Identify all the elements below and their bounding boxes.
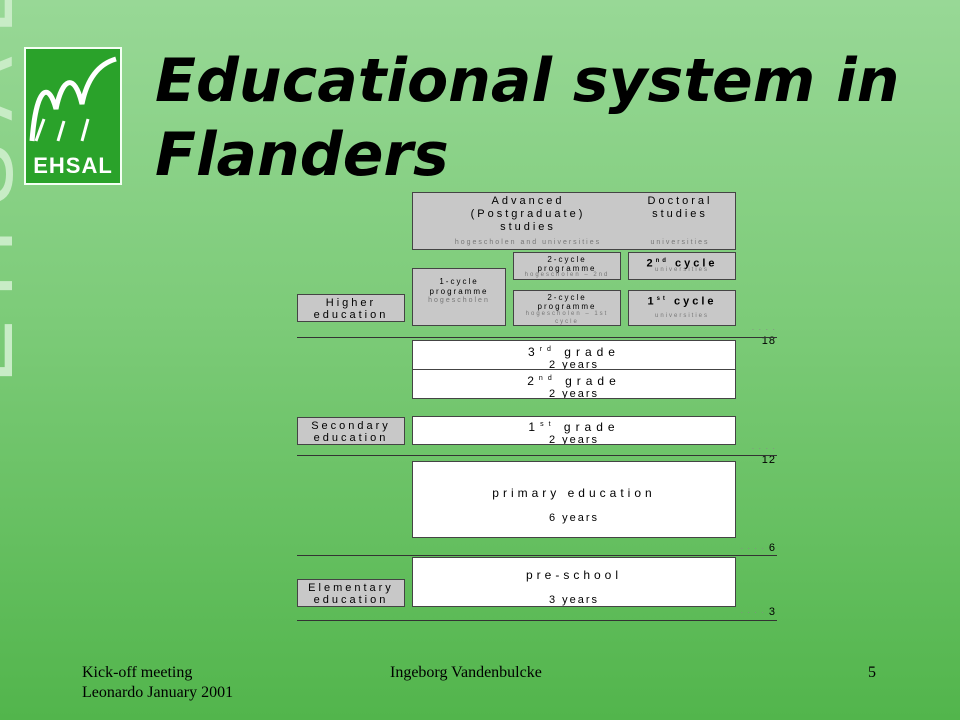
grade-1-title: 1st grade	[528, 420, 620, 434]
two-cycle-second-sub: hogescholen – 2nd	[524, 272, 610, 278]
logo-text: EHSAL	[33, 153, 113, 178]
age-marker-18: · · · · 18	[751, 325, 776, 347]
two-cycle-second-box: 2-cycle programme hogescholen – 2nd	[513, 252, 621, 280]
age-marker-6: · · · · 6	[740, 542, 776, 554]
primary-education-title: primary education	[492, 486, 656, 500]
footer-meeting: Kick-off meeting Leonardo January 2001	[82, 663, 233, 703]
second-cycle-box: 2nd cycle universities	[628, 252, 736, 280]
advanced-studies-title: Advanced (Postgraduate) studies	[470, 195, 586, 233]
second-cycle-sub: universities	[654, 267, 709, 273]
advanced-studies-sub: hogescholen and universities	[454, 239, 602, 246]
grade-3-years: 2 years	[548, 359, 600, 370]
pre-school-years: 3 years	[548, 594, 600, 606]
doctoral-studies-sub: universities	[650, 239, 710, 246]
age-marker-3: · · · · 3	[740, 606, 776, 618]
grade-1-years: 2 years	[548, 434, 600, 445]
two-cycle-second-title: 2-cycle programme	[537, 255, 597, 273]
side-brand-text: EHSAL	[0, 0, 33, 384]
grade-3-title: 3rd grade	[528, 345, 620, 359]
two-cycle-first-sub: hogescholen – 1st cycle	[525, 311, 609, 325]
grade-3-box: 3rd grade 2 years	[412, 340, 736, 370]
postgraduate-box: Advanced (Postgraduate) studies hogescho…	[412, 192, 736, 250]
secondary-education-label: Secondary education	[297, 417, 405, 445]
separator-line	[297, 337, 777, 338]
elementary-education-label: Elementary education	[297, 579, 405, 607]
grade-2-years: 2 years	[548, 388, 600, 399]
first-cycle-box: 1st cycle universities	[628, 290, 736, 326]
higher-education-label: Higher education	[297, 294, 405, 322]
pre-school-box: pre-school 3 years	[412, 557, 736, 607]
doctoral-studies-title: Doctoral studies	[647, 195, 713, 220]
separator-line	[297, 555, 777, 556]
ehsal-logo: EHSAL	[24, 47, 122, 185]
footer-meeting-line2: Leonardo January 2001	[82, 684, 234, 701]
grade-2-box: 2nd grade 2 years	[412, 369, 736, 399]
separator-line	[297, 455, 777, 456]
footer-page-number: 5	[868, 664, 876, 681]
two-cycle-first-box: 2-cycle programme hogescholen – 1st cycl…	[513, 290, 621, 326]
slide-title: Educational system in Flanders	[155, 46, 900, 190]
grade-1-box: 1st grade 2 years	[412, 416, 736, 445]
footer-author: Ingeborg Vandenbulcke	[390, 664, 542, 681]
pre-school-title: pre-school	[525, 568, 623, 582]
separator-line	[297, 620, 777, 621]
footer-meeting-line1: Kick-off meeting	[82, 664, 193, 681]
first-cycle-sub: universities	[654, 313, 709, 319]
one-cycle-title: 1-cycle programme	[429, 277, 489, 296]
first-cycle-title: 1st cycle	[647, 295, 717, 308]
arch-logo-icon	[29, 56, 117, 142]
primary-education-years: 6 years	[548, 512, 600, 524]
one-cycle-sub: hogescholen	[428, 297, 490, 304]
primary-education-box: primary education 6 years	[412, 461, 736, 538]
age-marker-12: · · · · 12	[751, 444, 776, 466]
grade-2-title: 2nd grade	[527, 374, 621, 388]
one-cycle-box: 1-cycle programme hogescholen	[412, 268, 506, 326]
second-cycle-title: 2nd cycle	[646, 257, 718, 270]
two-cycle-first-title: 2-cycle programme	[537, 293, 597, 311]
